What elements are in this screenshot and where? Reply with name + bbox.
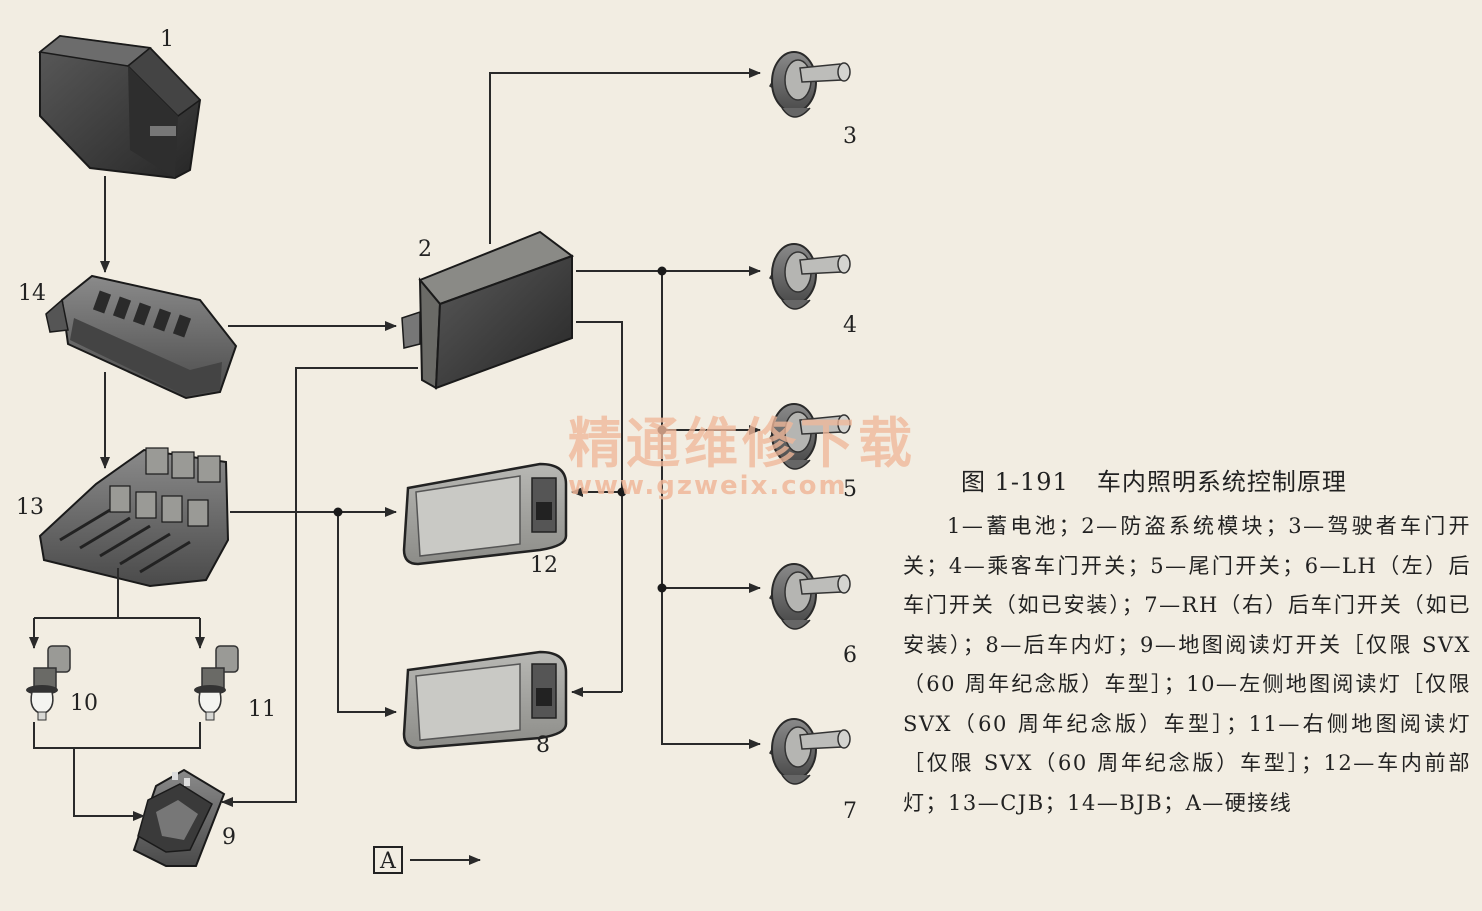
label-11: 11 bbox=[248, 697, 276, 722]
bjb-14 bbox=[45, 274, 238, 400]
rh-rear-door-switch-7 bbox=[769, 718, 851, 785]
anti-theft-module-2 bbox=[401, 230, 575, 390]
legend-box-a-label: A bbox=[379, 849, 397, 874]
figure-title: 车内照明系统控制原理 bbox=[1096, 468, 1347, 496]
passenger-door-switch-4 bbox=[769, 243, 851, 310]
label-4: 4 bbox=[843, 313, 857, 338]
label-5: 5 bbox=[843, 477, 857, 502]
battery-1 bbox=[38, 34, 202, 180]
label-13: 13 bbox=[16, 495, 44, 520]
rear-interior-lamp-8 bbox=[402, 650, 568, 750]
label-7: 7 bbox=[843, 799, 857, 824]
cjb-13 bbox=[38, 447, 230, 588]
watermark-url: www.gzweix.com bbox=[568, 471, 848, 501]
label-14: 14 bbox=[18, 281, 46, 306]
lh-rear-door-switch-6 bbox=[769, 563, 851, 630]
label-12: 12 bbox=[530, 553, 558, 578]
figure-title-line: 图 1-191 车内照明系统控制原理 bbox=[961, 462, 1471, 497]
label-2: 2 bbox=[418, 237, 432, 262]
legend-box-a bbox=[373, 846, 403, 874]
front-interior-lamp-12 bbox=[402, 462, 568, 566]
label-10: 10 bbox=[70, 691, 98, 716]
label-3: 3 bbox=[843, 124, 857, 149]
wiring-lines bbox=[29, 68, 761, 865]
figure-number: 图 1-191 bbox=[961, 468, 1069, 496]
label-9: 9 bbox=[222, 825, 236, 850]
right-map-lamp-11 bbox=[193, 645, 239, 721]
label-8: 8 bbox=[536, 733, 550, 758]
figure-caption: 图 1-191 车内照明系统控制原理 1—蓄电池；2—防盗系统模块；3—驾驶者车门… bbox=[903, 462, 1471, 823]
driver-door-switch-3 bbox=[769, 51, 851, 118]
figure-legend: 1—蓄电池；2—防盗系统模块；3—驾驶者车门开关；4—乘客车门开关；5—尾门开关… bbox=[903, 514, 1471, 815]
label-1: 1 bbox=[160, 27, 174, 52]
label-6: 6 bbox=[843, 643, 857, 668]
map-lamp-switch-9 bbox=[132, 768, 226, 867]
left-map-lamp-10 bbox=[25, 645, 71, 721]
watermark-text: 精通维修下载 bbox=[568, 412, 916, 475]
